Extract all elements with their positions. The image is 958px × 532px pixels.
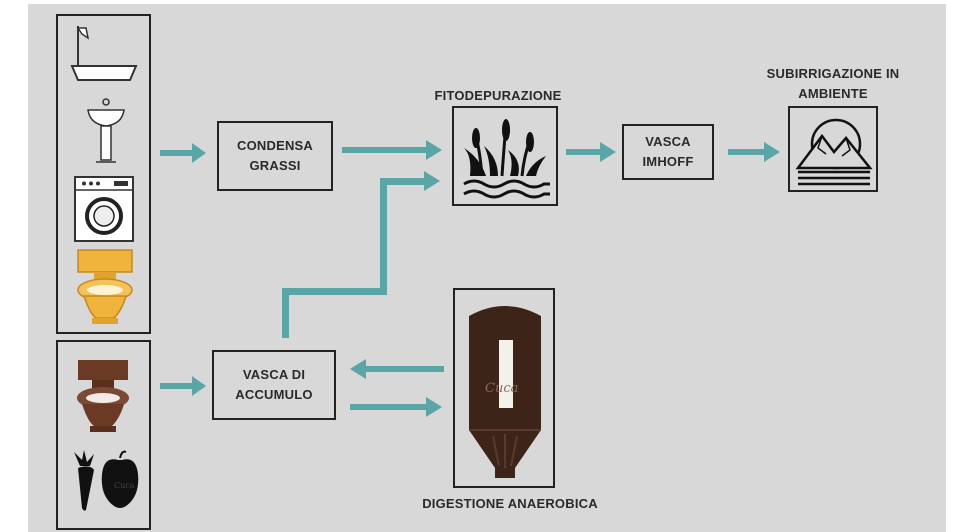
vasca-imhoff-box: VASCA IMHOFF <box>622 124 714 180</box>
arrow-accumulo-to-digestione <box>350 397 442 417</box>
vegetables-icon: Cuca <box>74 450 139 511</box>
black-water-sources-box: Cuca <box>56 340 151 530</box>
condensa-grassi-box: CONDENSA GRASSI <box>217 121 333 191</box>
subirrigazione-label: SUBIRRIGAZIONE IN AMBIENTE <box>766 66 900 101</box>
arrow-condensa-to-fito <box>342 140 442 160</box>
vasca-imhoff-label: VASCA IMHOFF <box>642 134 694 169</box>
arrow-fito-to-imhoff <box>566 142 616 162</box>
sink-icon <box>87 98 125 163</box>
arrow-accumulo-to-fito <box>282 171 440 338</box>
vasca-accumulo-label: VASCA DI ACCUMULO <box>235 367 313 402</box>
vasca-accumulo-box: VASCA DI ACCUMULO <box>212 350 336 420</box>
arrow-imhoff-to-subirrigazione <box>728 142 780 162</box>
grey-water-sources-box <box>56 14 151 334</box>
digester-silo-icon: Cuca <box>469 306 541 478</box>
condensa-grassi-label: CONDENSA GRASSI <box>237 138 313 173</box>
svg-text:Cuca: Cuca <box>114 481 135 490</box>
arrow-grey-to-condensa <box>160 143 206 163</box>
reeds-water-icon <box>463 119 550 199</box>
svg-text:Cuca: Cuca <box>485 381 518 396</box>
subirrigazione-box <box>788 106 878 192</box>
digestione-label: DIGESTIONE ANAEROBICA <box>422 496 598 511</box>
arrow-black-to-accumulo <box>160 376 206 396</box>
arrow-digestione-to-accumulo <box>350 359 444 379</box>
digestione-box: Cuca <box>453 288 555 488</box>
toilet-yellow-icon <box>77 249 133 324</box>
shower-bathtub-icon <box>70 26 138 81</box>
toilet-brown-icon <box>77 360 129 432</box>
fitodepurazione-box <box>452 106 558 206</box>
washing-machine-icon <box>74 176 134 242</box>
fitodepurazione-label: FITODEPURAZIONE <box>434 88 562 103</box>
mountains-sun-icon <box>795 118 873 186</box>
